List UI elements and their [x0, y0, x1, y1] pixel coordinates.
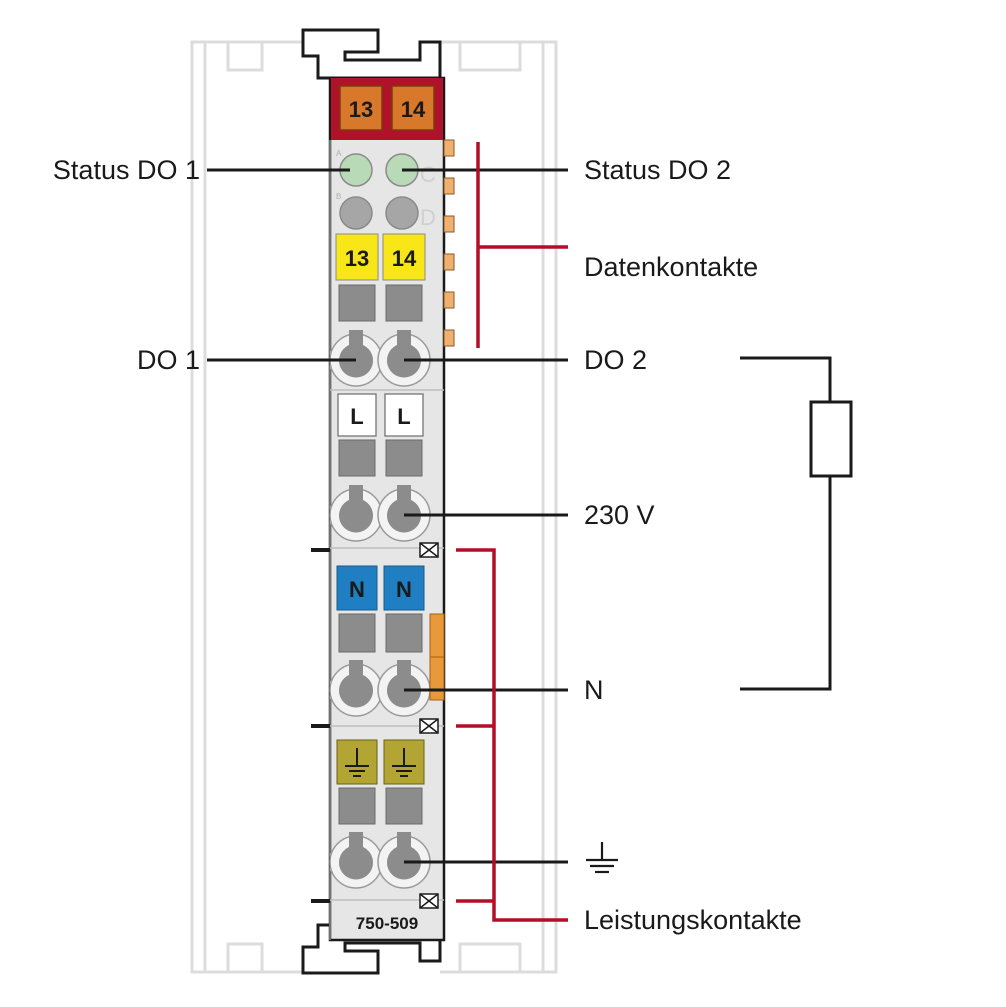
top-terminal-right-label: 14 — [401, 97, 426, 122]
leader-lines — [207, 168, 568, 864]
marker-n-left-label: N — [349, 577, 365, 602]
led-letter-c: C — [420, 162, 436, 187]
data-contacts-bracket — [476, 142, 568, 348]
label-power-contacts: Leistungskontakte — [584, 905, 802, 935]
marker-l-right: L — [384, 393, 424, 437]
contact-markers — [419, 542, 439, 909]
model-number: 750-509 — [356, 914, 418, 933]
power-contacts-bracket — [456, 548, 568, 922]
marker-l-left-label: L — [350, 404, 363, 429]
top-terminal-left-label: 13 — [349, 97, 373, 122]
marker-do-left-label: 13 — [345, 246, 369, 271]
label-status-do2: Status DO 2 — [584, 155, 731, 185]
ground-symbol-icon — [586, 842, 618, 874]
load-circuit — [740, 356, 853, 691]
led-off-left — [339, 196, 373, 230]
label-do1: DO 1 — [137, 345, 200, 375]
data-contacts — [443, 139, 455, 347]
latch-top — [301, 28, 442, 80]
push-buttons — [338, 284, 423, 825]
marker-do-right: 14 — [382, 233, 426, 281]
led-letter-b: B — [336, 192, 341, 201]
top-terminal-right: 14 — [391, 85, 435, 131]
ground-icon-left — [345, 748, 369, 777]
led-letter-a: A — [336, 149, 342, 158]
rail-outline-left — [190, 40, 318, 974]
marker-n-right-label: N — [396, 577, 412, 602]
top-terminal-left: 13 — [339, 85, 383, 131]
marker-n-left: N — [336, 565, 378, 611]
led-off-right — [385, 196, 419, 230]
marker-do-right-label: 14 — [392, 246, 417, 271]
marker-ground-right — [383, 739, 425, 785]
label-status-do1: Status DO 1 — [53, 155, 200, 185]
label-data-contacts: Datenkontakte — [584, 252, 758, 282]
marker-do-left: 13 — [335, 233, 379, 281]
label-do2: DO 2 — [584, 345, 647, 375]
marker-n-right: N — [383, 565, 425, 611]
left-ticks — [311, 548, 330, 903]
label-voltage: 230 V — [584, 500, 655, 530]
rail-outline-right — [440, 40, 558, 974]
marker-l-left: L — [337, 393, 377, 437]
label-neutral: N — [584, 675, 604, 705]
marker-ground-left — [336, 739, 378, 785]
ground-icon-right — [392, 748, 416, 777]
led-letter-d: D — [420, 205, 436, 230]
marker-l-right-label: L — [397, 404, 410, 429]
